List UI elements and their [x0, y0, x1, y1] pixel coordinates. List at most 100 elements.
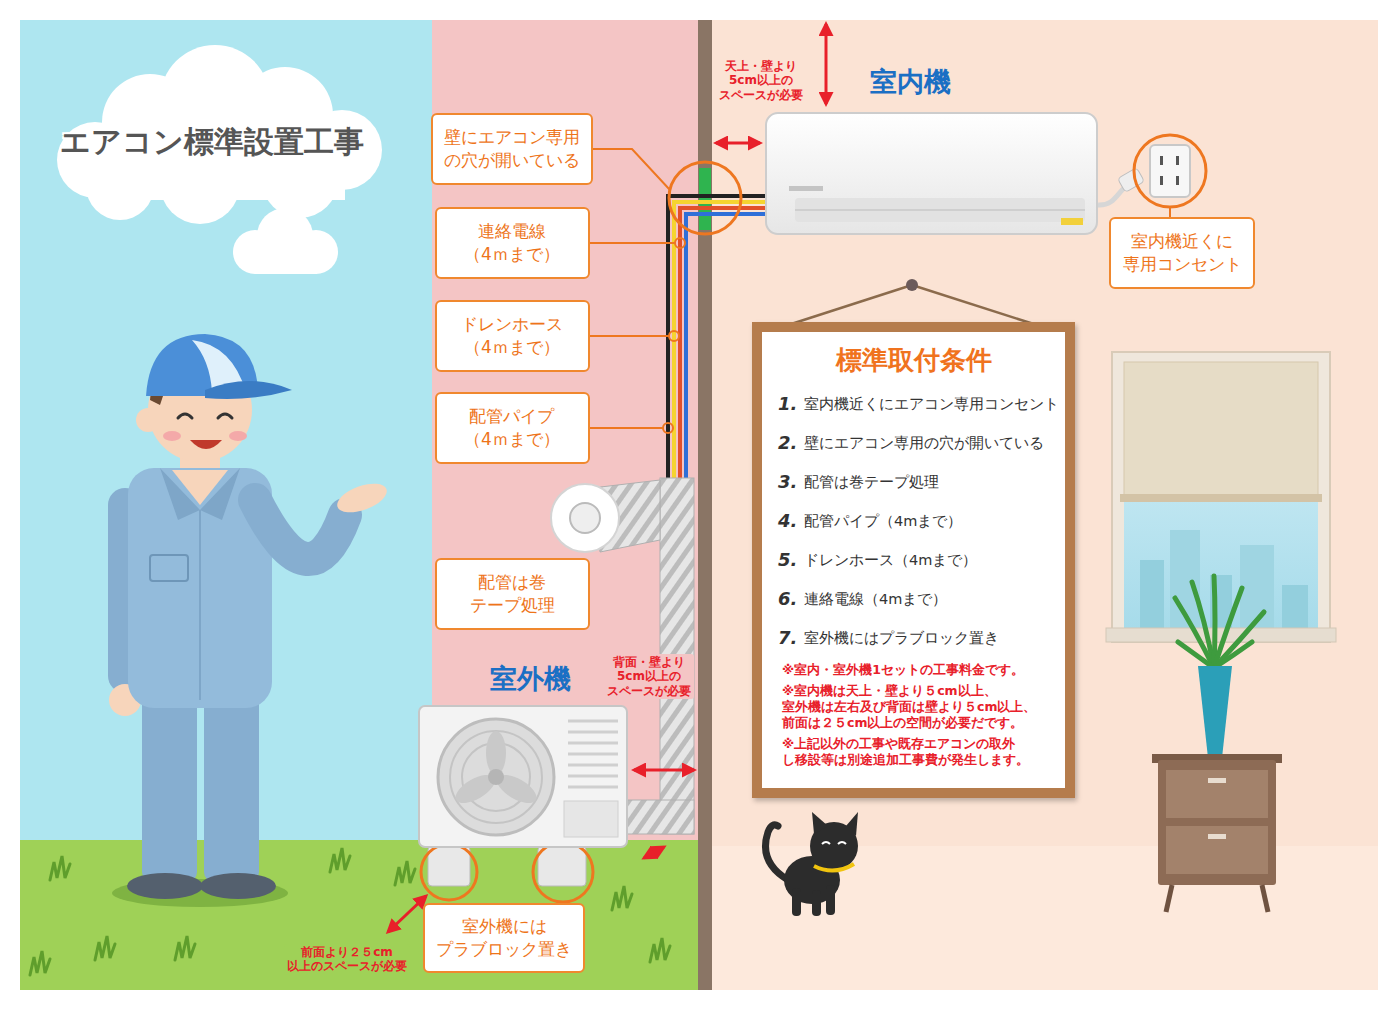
plastic-block — [428, 846, 470, 886]
worker-figure — [200, 873, 276, 899]
unit-heading: 室内機 — [870, 66, 951, 98]
board-item: 室外機にはプラブロック置き — [804, 626, 999, 650]
unit-vent — [568, 775, 618, 778]
wall — [698, 20, 712, 990]
unit-logo — [789, 186, 823, 191]
fan-hub — [488, 769, 504, 785]
clearance-arrow — [825, 24, 828, 104]
unit-louver — [795, 209, 1085, 211]
cabinet — [1166, 770, 1268, 818]
highlight-circle — [669, 162, 741, 234]
unit-vent — [568, 764, 618, 767]
grass-tuft — [330, 848, 350, 872]
power-outlet — [1176, 156, 1179, 165]
callout-text: ドレンホース （4ｍまで） — [461, 313, 563, 359]
worker-figure — [218, 414, 232, 418]
window — [1124, 362, 1318, 496]
cat — [826, 885, 835, 915]
unit-vent — [568, 731, 618, 734]
board-item: 室内機近くにエアコン専用コンセント — [804, 392, 1059, 416]
callout-box: 室内機近くに 専用コンセント — [1109, 217, 1255, 289]
hanging-string — [785, 285, 912, 326]
cabinet — [1152, 754, 1282, 912]
fan-grille — [450, 731, 542, 823]
window — [1282, 585, 1308, 630]
board-num: 5. — [778, 548, 797, 572]
grass-tuft — [175, 936, 195, 960]
callout-text: 連絡電線 （4ｍまで） — [464, 220, 560, 266]
cat — [812, 812, 828, 834]
taped-pipe — [551, 484, 619, 552]
unit-body — [766, 113, 1097, 234]
board-num: 7. — [778, 626, 797, 650]
callout-box: 室外機には プラブロック置き — [423, 903, 585, 973]
unit-vent — [568, 786, 618, 789]
grass-tuft — [50, 856, 70, 880]
board-num: 1. — [778, 392, 797, 416]
cloud — [57, 45, 382, 274]
worker-figure — [333, 478, 390, 518]
background — [20, 20, 1378, 990]
window — [1112, 352, 1330, 642]
grass-tuft — [395, 861, 415, 885]
unit-body — [419, 706, 627, 847]
board-item: 配管パイプ（4mまで） — [804, 509, 962, 533]
unit-louver — [795, 198, 1085, 222]
board-item: 配管は巻テープ処理 — [804, 470, 939, 494]
hanging-string — [785, 279, 1040, 326]
plant — [1178, 642, 1214, 668]
window — [1106, 352, 1336, 642]
worker-figure — [127, 873, 203, 899]
cat — [766, 812, 859, 916]
side-panel — [564, 801, 618, 837]
clearance-arrow — [634, 769, 694, 772]
conditions-board: 標準取付条件1.室内機近くにエアコン専用コンセント2.壁にエアコン専用の穴が開い… — [752, 322, 1075, 798]
board-item: ドレンホース（4mまで） — [804, 548, 977, 572]
hanging-string — [912, 285, 1040, 326]
callout-text: 配管パイプ （4ｍまで） — [464, 405, 560, 451]
power-outlet — [1176, 176, 1179, 185]
clearance-label: 前面より２５cm 以上のスペースが必要 — [284, 944, 410, 975]
unit-vent — [568, 753, 618, 756]
callout-text: 室外機には プラブロック置き — [436, 915, 572, 961]
leader-line — [590, 335, 670, 337]
cabinet — [1208, 778, 1226, 783]
plastic-block — [533, 842, 593, 902]
cabinet — [1166, 826, 1268, 874]
power-outlet — [1134, 135, 1206, 207]
leader-line — [593, 149, 670, 190]
outdoor-unit: 室外機 — [418, 705, 628, 848]
highlight-circle — [663, 162, 741, 433]
window — [1140, 560, 1164, 630]
cat — [814, 864, 854, 871]
callout-box: ドレンホース （4ｍまで） — [435, 300, 590, 372]
grass-tuft — [650, 938, 670, 962]
leader-line — [590, 427, 664, 429]
board-note: ※室内・室外機1セットの工事料金です。 — [782, 662, 1024, 678]
cat — [766, 825, 789, 880]
fan-blade — [486, 731, 506, 775]
worker-figure — [142, 690, 197, 882]
background — [20, 840, 700, 990]
indoor-unit-body — [765, 112, 1098, 235]
cat — [846, 812, 858, 836]
callout-box: 壁にエアコン専用 の穴が開いている — [431, 113, 593, 185]
taped-pipe — [570, 503, 600, 533]
board-item: 壁にエアコン専用の穴が開いている — [804, 431, 1044, 455]
window — [1120, 494, 1322, 502]
unit-heading: 室外機 — [490, 663, 571, 695]
indoor-unit: 室内機 — [765, 112, 1098, 235]
highlight-circle — [663, 423, 673, 433]
worker-figure — [190, 440, 222, 449]
cat — [822, 842, 846, 844]
board-num: 2. — [778, 431, 797, 455]
callout-text: 壁にエアコン専用 の穴が開いている — [444, 126, 580, 172]
callout-box: 配管パイプ （4ｍまで） — [435, 392, 590, 464]
grass-tuft — [612, 886, 632, 910]
clearance-arrow — [716, 142, 760, 145]
grass-tuft — [30, 951, 50, 975]
callout-box: 配管は巻 テープ処理 — [435, 558, 590, 630]
worker-figure — [229, 431, 247, 441]
